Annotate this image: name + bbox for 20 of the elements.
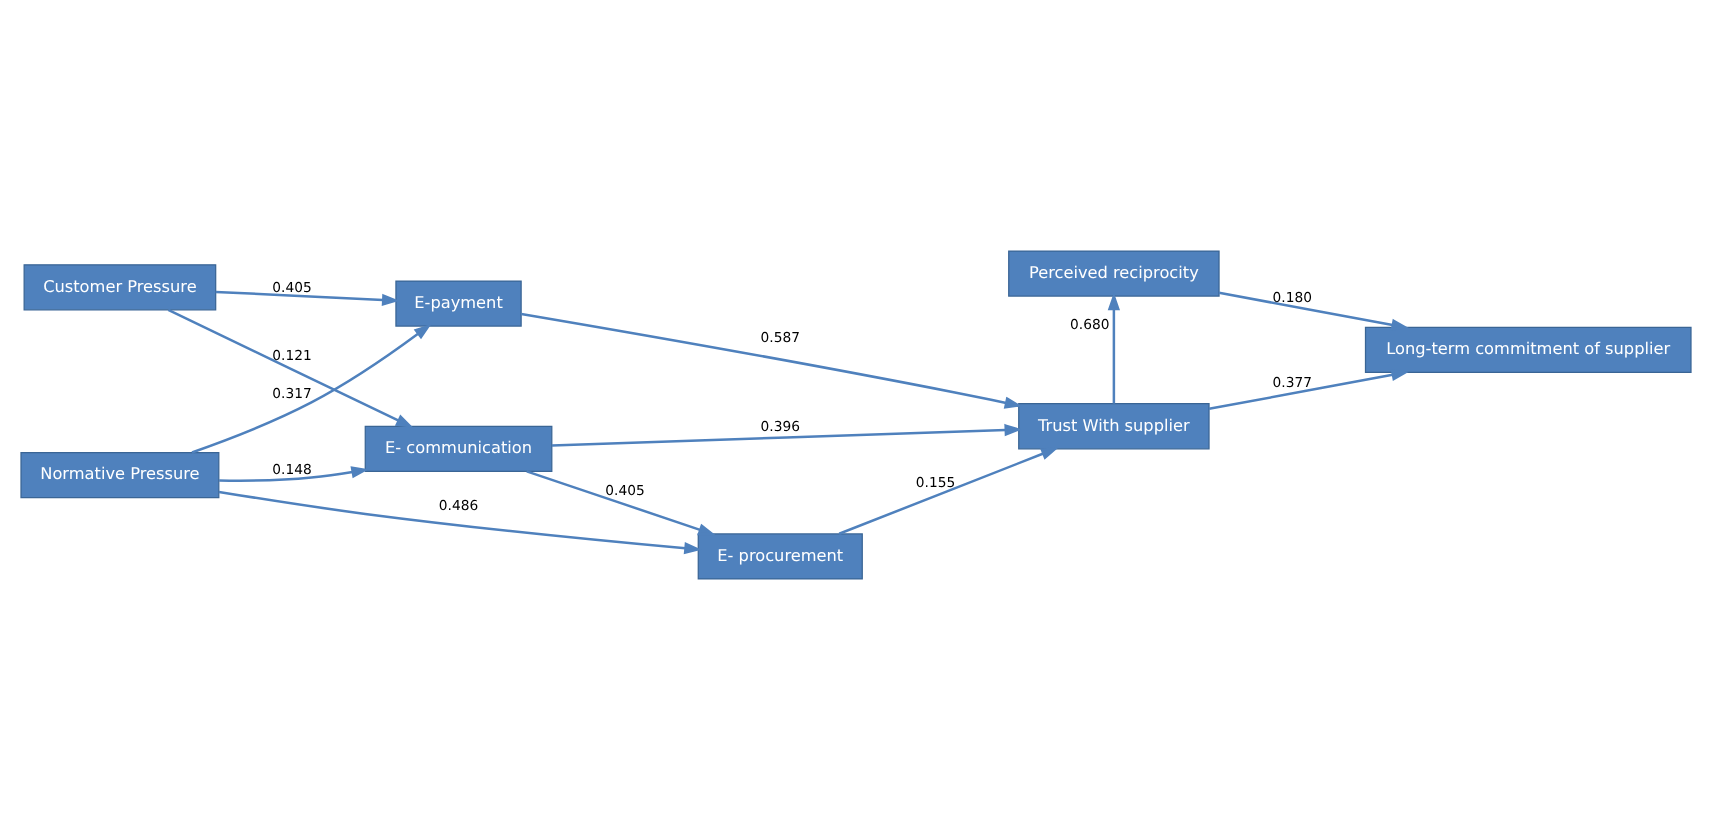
node-box: Normative Pressure (20, 450, 220, 498)
arrow (215, 289, 400, 306)
node-box: Perceived reciprocity (1008, 249, 1220, 296)
arrow (191, 322, 432, 453)
node-box: E- communication (364, 424, 553, 471)
arrow (1218, 290, 1409, 330)
arrow (167, 307, 414, 427)
arrow (219, 465, 369, 481)
node-box: Long-term commitment of supplier (1364, 325, 1692, 373)
arrow (1208, 367, 1409, 410)
arrow (838, 446, 1059, 534)
node-box: Customer Pressure (23, 263, 217, 310)
node-box: Trust With supplier (1018, 402, 1210, 449)
arrow (218, 489, 702, 554)
arrow (551, 422, 1023, 446)
arrow (521, 311, 1023, 408)
node-box: E- procurement (697, 532, 863, 579)
arrow (1107, 291, 1121, 403)
arrow (526, 469, 716, 535)
node-box: E-payment (395, 279, 522, 326)
